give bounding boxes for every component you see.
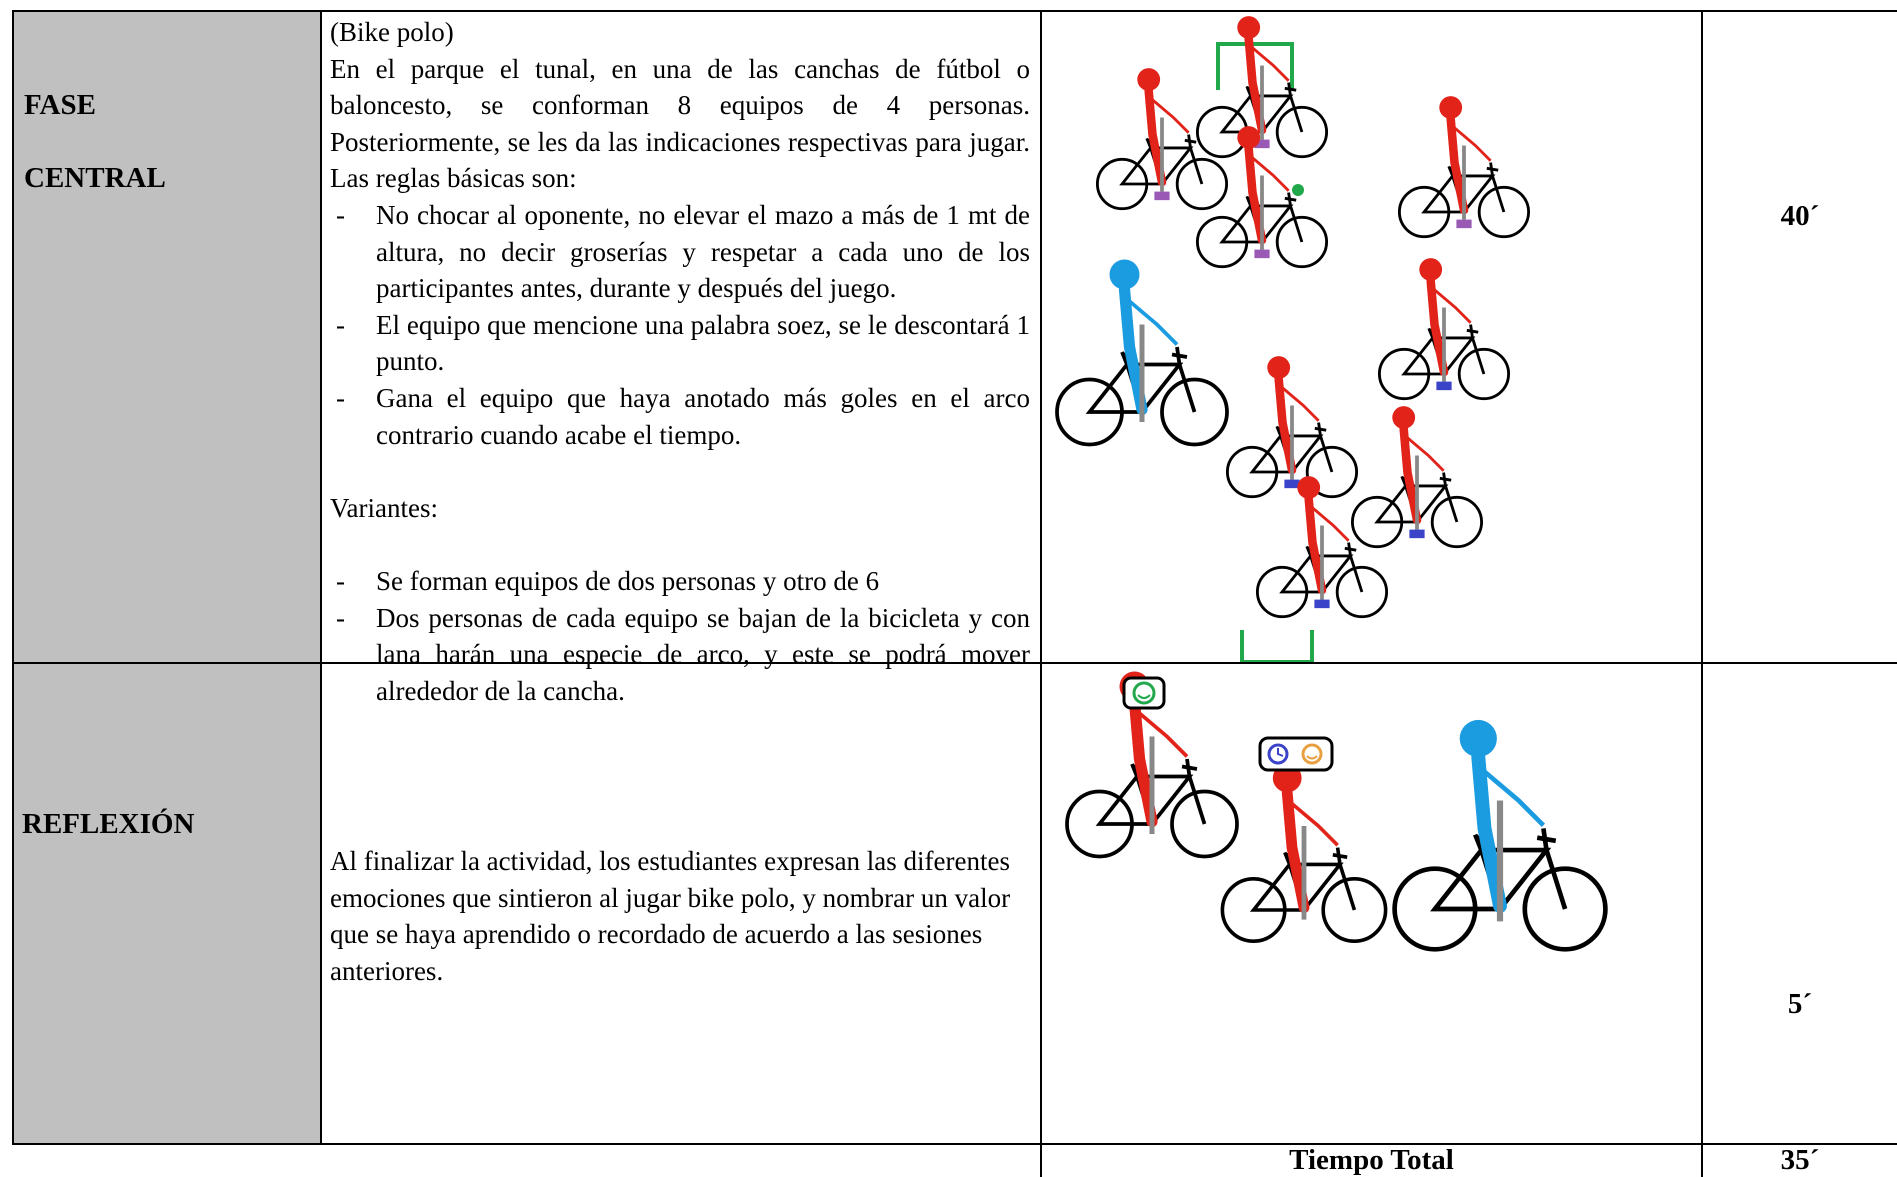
activity-description-central: (Bike polo) En el parque el tunal, en un… [330, 14, 1030, 709]
total-time-label: Tiempo Total [1289, 1144, 1454, 1176]
speech-bubble-icon [1122, 676, 1166, 710]
rule-item: -Gana el equipo que haya anotado más gol… [336, 382, 1030, 450]
table-border-left [12, 10, 14, 1145]
time-reflexion: 5´ [1787, 988, 1813, 1020]
rule-item: -El equipo que mencione una palabra soez… [336, 309, 1030, 377]
table-col-divider-1 [320, 10, 322, 1145]
goal-icon [1216, 42, 1294, 90]
table-col-divider-3 [1701, 10, 1703, 1177]
variants-label: Variantes: [330, 492, 438, 523]
table-col-divider-2 [1040, 10, 1042, 1177]
bicycle-rider-icon [1377, 258, 1511, 401]
variant-item: -Dos personas de cada equipo se bajan de… [336, 602, 1030, 706]
bike-polo-field-illustration [1055, 16, 1531, 662]
table-border-bottom [12, 1143, 1897, 1145]
activity-description-reflexion: Al finalizar la actividad, los estudiant… [330, 843, 1030, 989]
clock-icon [1267, 743, 1289, 765]
bicycle-rider-icon [1392, 719, 1608, 952]
bicycle-rider-icon [1055, 259, 1229, 447]
bicycle-rider-icon [1095, 68, 1229, 211]
phase-cell-reflexion [14, 664, 320, 1143]
phase-label-fase: FASE [24, 89, 96, 121]
time-central: 40´ [1780, 200, 1820, 232]
rule-item: -No chocar al oponente, no elevar el maz… [336, 199, 1030, 304]
smiley-icon [1301, 743, 1323, 765]
activity-intro: En el parque el tunal, en una de las can… [330, 53, 1030, 194]
table-border-mid [12, 662, 1897, 664]
phase-cell-central [14, 12, 320, 662]
smiley-icon [1132, 681, 1156, 705]
reflexion-text: Al finalizar la actividad, los estudiant… [330, 846, 1011, 986]
bicycle-rider-icon [1255, 476, 1389, 619]
goal-icon [1240, 630, 1314, 662]
bicycle-rider-icon [1350, 406, 1484, 549]
bicycle-rider-icon [1397, 96, 1531, 239]
ball-icon [1292, 184, 1304, 196]
total-time-value: 35´ [1780, 1144, 1820, 1176]
phase-label-reflexion: REFLEXIÓN [22, 808, 195, 840]
phase-label-central: CENTRAL [24, 162, 166, 194]
bicycle-rider-icon [1220, 763, 1388, 944]
bicycle-rider-icon [1065, 671, 1239, 859]
variant-item: -Se forman equipos de dos personas y otr… [336, 565, 880, 596]
bicycle-rider-icon [1225, 356, 1359, 499]
reflexion-riders-illustration [1065, 671, 1608, 952]
table-border-top [12, 10, 1897, 12]
bicycle-rider-icon [1195, 126, 1329, 269]
activity-title: (Bike polo) [330, 17, 454, 47]
